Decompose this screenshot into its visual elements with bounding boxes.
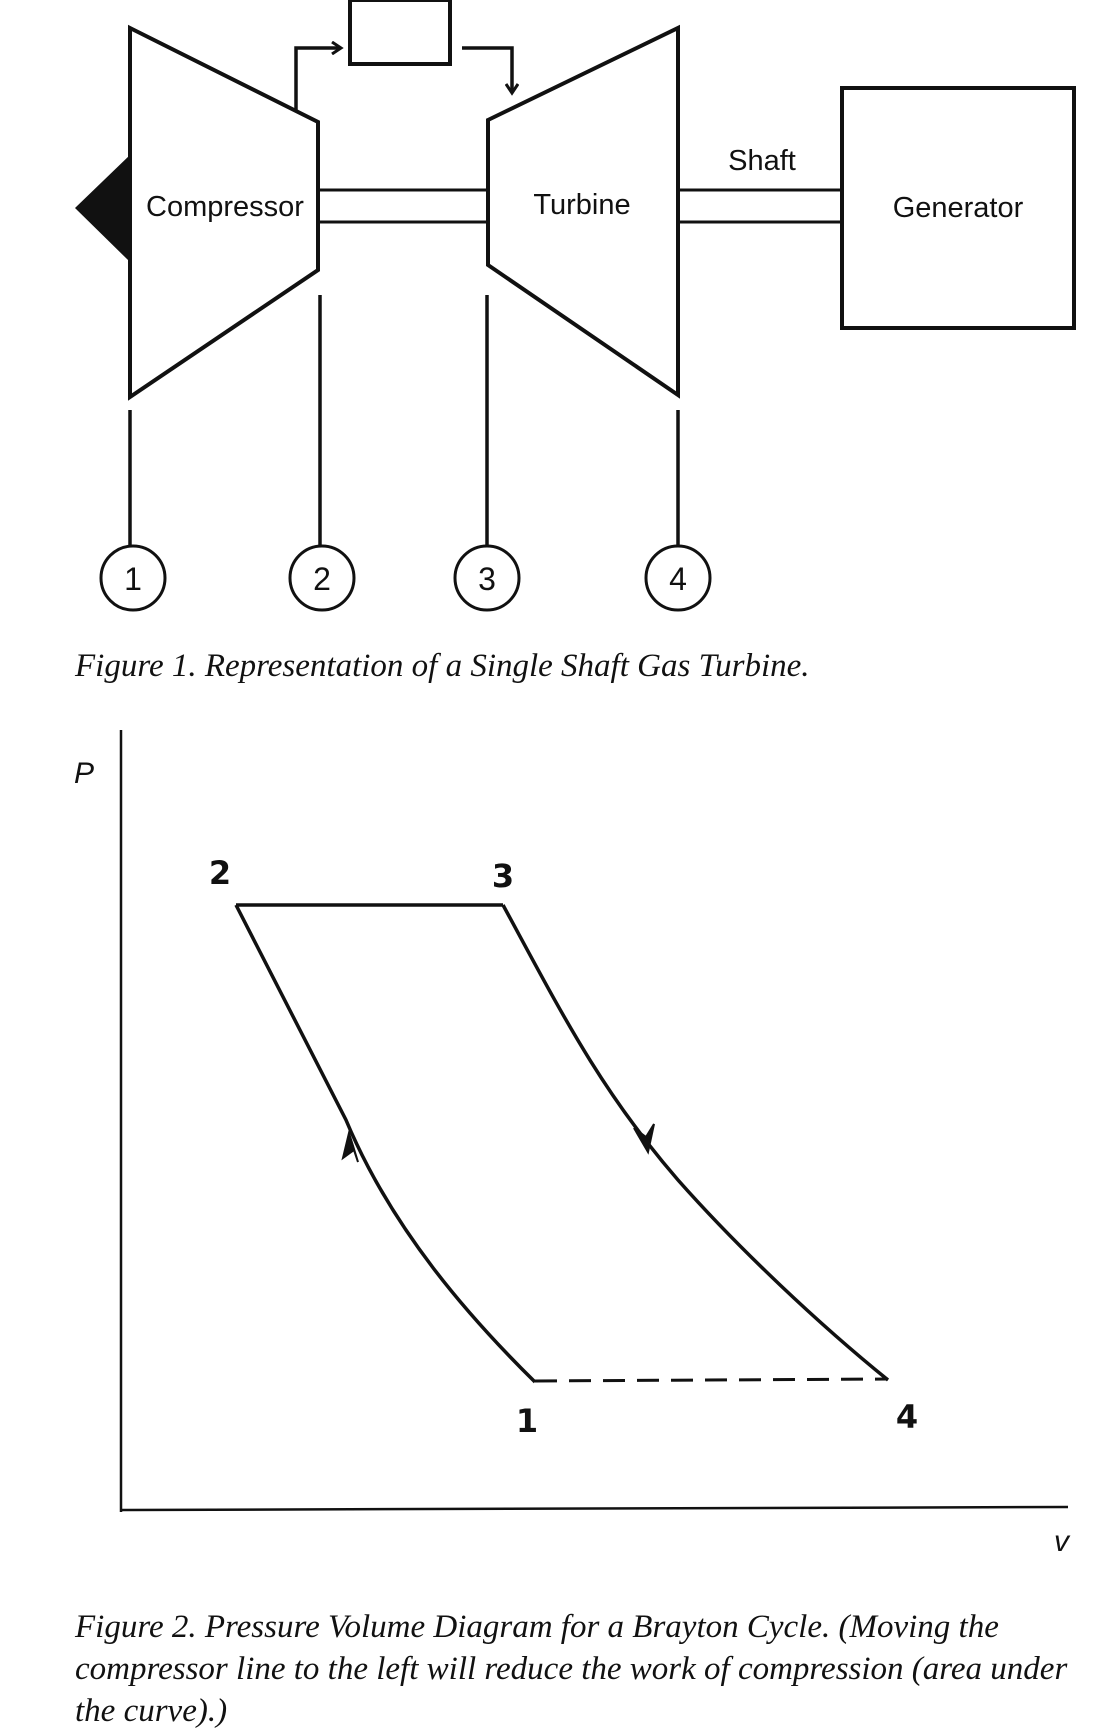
station-2-circle	[288, 544, 356, 612]
y-axis-label: P	[74, 757, 94, 790]
compressor-label: Compressor	[146, 191, 304, 223]
expansion-direction-arrow	[633, 1123, 655, 1155]
process-3-4-expansion-curve	[501, 904, 890, 1382]
compressor-to-combustor-arrow	[294, 48, 340, 110]
figure1-caption: Figure 1. Representation of a Single Sha…	[75, 648, 810, 684]
station-3-label: 3	[478, 561, 496, 597]
point-4-label: 4	[896, 1398, 918, 1436]
station-1-label: 1	[124, 561, 142, 597]
station-4-circle	[644, 544, 712, 612]
turbine-body	[486, 24, 680, 399]
figure2-pv-diagram: P v 2 3 1 4	[74, 730, 1071, 1558]
figure2-caption: Figure 2. Pressure Volume Diagram for a …	[75, 1609, 1068, 1729]
station-3-circle	[453, 544, 521, 612]
station-2-label: 2	[313, 561, 331, 597]
compressor-body	[128, 24, 320, 401]
station-4-label: 4	[669, 561, 687, 597]
x-axis	[120, 1505, 1069, 1512]
shaft-label: Shaft	[728, 145, 796, 177]
x-axis-label: v	[1054, 1525, 1071, 1558]
combustor-to-turbine-arrow	[462, 46, 512, 92]
point-1-label: 1	[516, 1402, 538, 1440]
generator-label: Generator	[893, 192, 1024, 224]
combustor-box	[348, 0, 452, 66]
inlet-cone	[75, 155, 130, 262]
turbine-label: Turbine	[533, 189, 630, 221]
point-2-label: 2	[209, 854, 231, 892]
compression-direction-arrow	[341, 1129, 359, 1163]
process-4-1-dashed-line	[534, 1377, 889, 1383]
point-3-label: 3	[492, 857, 514, 895]
generator-box	[840, 86, 1076, 330]
process-1-2-compression-curve	[234, 904, 537, 1384]
figure1-gas-turbine-diagram: Compressor Turbine Shaft Generator 1 2	[75, 0, 1076, 612]
station-1-circle	[99, 544, 167, 612]
